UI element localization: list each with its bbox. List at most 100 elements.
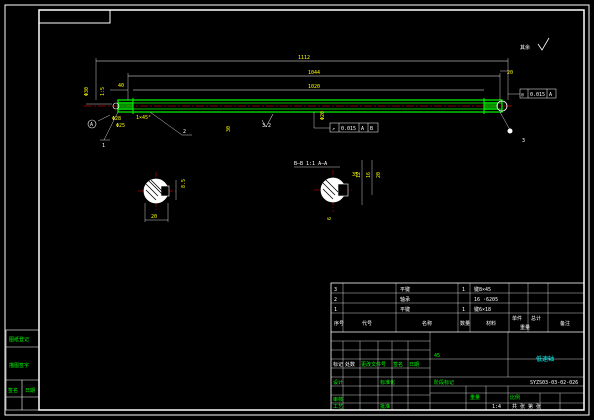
bom-header-total: 总计: [531, 315, 541, 322]
svg-text:2: 2: [334, 297, 337, 303]
row-change-doc: 更改文件号: [361, 361, 386, 368]
review-label: 审核: [333, 396, 343, 403]
scale-value: 1:4: [492, 404, 501, 410]
svg-text:3: 3: [334, 287, 337, 293]
sheet-top-tab: [39, 10, 111, 24]
bom-header-material: 材料: [486, 320, 496, 327]
bom-row: 1 平键 1 键6×18: [334, 306, 491, 313]
left-strip-item-4: 日期: [25, 388, 35, 394]
dimension-middle: 1044: [127, 70, 501, 100]
left-strip-item-3: 签名: [8, 387, 18, 394]
callout-2[interactable]: 2: [149, 111, 192, 136]
svg-text:键8×45: 键8×45: [474, 286, 491, 293]
tolerance-frame: ↗ 0.015 A B: [313, 112, 379, 133]
row-mark: 标记: [333, 361, 343, 368]
drawing-number: SYZS03-03-02-026: [530, 380, 578, 386]
left-strip: 图纸登记 描图签字 签名 日期: [5, 329, 40, 411]
svg-text:1: 1: [462, 287, 465, 293]
shaft-main-view[interactable]: [84, 98, 514, 114]
svg-text:3: 3: [522, 138, 525, 144]
svg-text:轴承: 轴承: [400, 296, 410, 303]
bom-header-remark: 备注: [560, 320, 570, 327]
dim-chamfer-right: 1×45°: [136, 115, 151, 121]
bom-row: 2 轴承 16 ·6205: [334, 296, 498, 303]
svg-text:1: 1: [334, 307, 337, 313]
dimension-overall: 1112: [95, 55, 509, 100]
section-right-dim-b: 16: [366, 172, 372, 178]
section-right[interactable]: B—B 1:1 A—A 12 16 20 6 35: [294, 160, 382, 220]
dim-mid-offset: 30: [226, 126, 232, 132]
section-right-dim-c: 20: [376, 172, 382, 178]
design-label: 设计: [333, 379, 343, 386]
section-left[interactable]: 20 8.5: [138, 172, 187, 222]
svg-text:0.015: 0.015: [341, 126, 356, 132]
dim-center-dia: Φ25: [116, 123, 125, 129]
dim-middle-length: 1044: [308, 70, 320, 76]
svg-text:0.015: 0.015: [530, 92, 545, 98]
right-center-hole: [496, 100, 508, 112]
svg-text:2: 2: [183, 129, 186, 135]
section-left-height: 8.5: [181, 179, 187, 188]
svg-text:1: 1: [462, 307, 465, 313]
datum-a-marker: [87, 119, 97, 129]
dimension-inner: 1020: [133, 84, 484, 91]
svg-text:↗: ↗: [332, 126, 335, 132]
dim-right-step: 20: [507, 70, 513, 76]
sheet-outer-border: [4, 4, 590, 416]
left-strip-item-1: 图纸登记: [9, 336, 29, 343]
bom-header-unit: 单件: [512, 315, 522, 322]
standardize-label: 标准化: [380, 379, 395, 386]
dim-chamfer-left: 1:5: [100, 87, 106, 96]
bom-row: 3 平键 1 键8×45: [334, 286, 491, 293]
section-right-dim-d: 6: [327, 217, 333, 220]
dimension-steps: 40 20: [110, 70, 513, 91]
title-block[interactable]: 序号 代号 名称 数量 材料 单件 总计 备注 重量 3 平键 1 键8×45 …: [330, 282, 585, 411]
bom-header-qty: 数量: [460, 320, 470, 327]
bom-header-name: 名称: [422, 320, 432, 327]
left-keyway: [118, 102, 133, 110]
row-sign: 签名: [393, 361, 403, 368]
svg-text:1: 1: [102, 143, 105, 149]
svg-text:平键: 平键: [400, 306, 410, 313]
bom-header-weight: 重量: [520, 324, 530, 331]
dim-overall-length: 1112: [298, 55, 310, 61]
weight-col-label: 重量: [470, 394, 480, 401]
bom-header-no: 序号: [334, 320, 344, 327]
tolerance-frame-right: ◎ 0.015 A: [508, 88, 557, 99]
dim-left-dia: Φ30: [84, 87, 90, 96]
svg-text:16 ·6205: 16 ·6205: [474, 297, 498, 303]
row-count: 处数: [345, 361, 355, 368]
svg-text:键6×18: 键6×18: [474, 306, 491, 313]
left-strip-item-2: 描图签字: [9, 362, 29, 369]
row-date: 日期: [409, 362, 419, 368]
bom-header-code: 代号: [362, 320, 372, 327]
sheet-label: 共 张 第 张: [512, 403, 541, 410]
dim-mid-dia2: Φ20: [320, 111, 326, 120]
callout-1[interactable]: 1: [100, 111, 119, 149]
material-label: 45: [434, 353, 440, 359]
dim-inner-length: 1020: [308, 84, 320, 90]
part-name: 低速轴: [536, 355, 554, 363]
callout-3[interactable]: 3: [499, 111, 525, 144]
section-left-width: 20: [151, 214, 157, 220]
roughness-symbol: [537, 37, 550, 51]
approve-label: 批准: [380, 403, 390, 410]
stage-label: 阶段标记: [434, 379, 454, 386]
left-center-hole: [112, 102, 120, 110]
svg-text:A: A: [361, 126, 364, 132]
svg-text:平键: 平键: [400, 286, 410, 293]
section-right-label: B—B 1:1 A—A: [294, 161, 327, 167]
svg-text:B: B: [370, 126, 373, 132]
dim-right-dia-left: Φ28: [112, 116, 121, 122]
dim-left-step: 40: [118, 83, 124, 89]
process-label: 工艺: [333, 404, 343, 410]
svg-text:◎: ◎: [521, 92, 524, 98]
roughness-note: 其余: [520, 44, 530, 51]
section-right-dim-e: 35: [352, 172, 358, 178]
datum-a-label: A: [90, 122, 93, 128]
sheet-inner-border: [38, 9, 585, 411]
scale-label: 比例: [510, 394, 520, 401]
right-keyway: [484, 102, 498, 110]
section-right-dim-a: 12: [356, 172, 362, 178]
